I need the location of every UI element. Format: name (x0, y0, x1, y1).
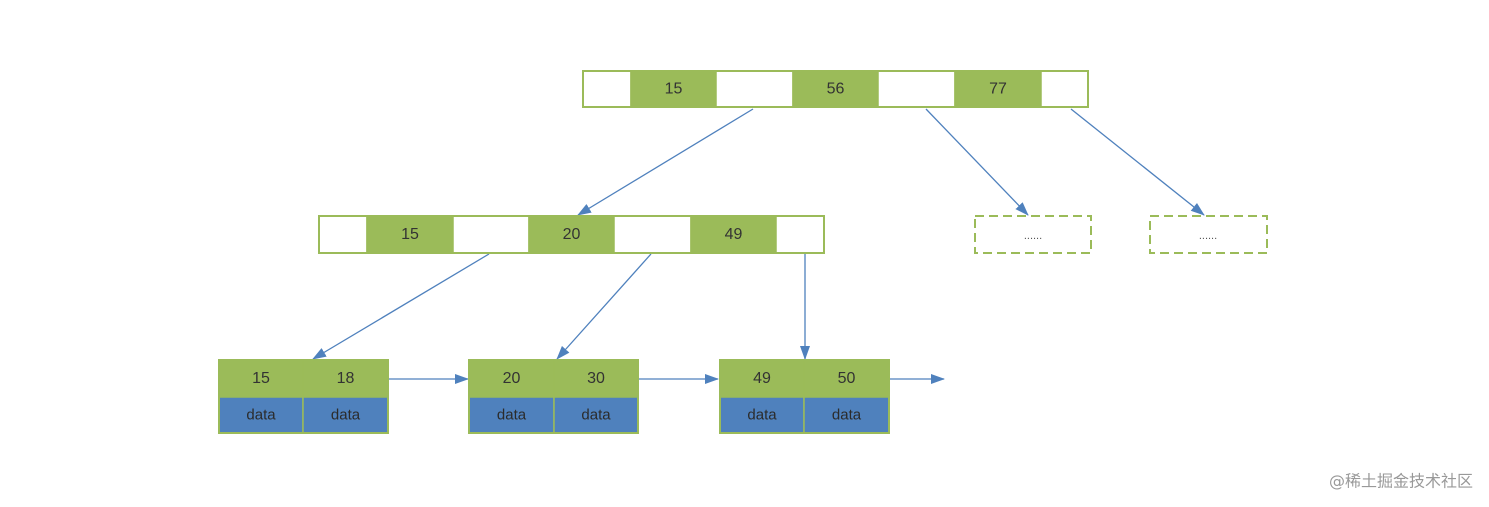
leaf-data-cell (468, 396, 555, 434)
leaf-node-outline (719, 359, 890, 434)
placeholder-node: ...... (974, 215, 1092, 254)
internal-key-cell (690, 215, 777, 254)
child-pointer-arrow (1070, 108, 1205, 216)
internal-pointer-cell (613, 215, 692, 254)
leaf-data-cell (803, 396, 890, 434)
leaf-node-outline (218, 359, 389, 434)
root-pointer-cell (877, 70, 956, 108)
child-pointer-arrow (312, 253, 490, 360)
leaf-key-label: 18 (337, 370, 355, 387)
internal-pointer-cell (775, 215, 825, 254)
leaf-node: 15 18 data data (218, 359, 389, 434)
child-pointer-arrow (577, 108, 754, 216)
internal-key-cell (528, 215, 615, 254)
placeholder-outline (974, 215, 1092, 254)
root-key-label: 77 (989, 81, 1007, 98)
leaf-data-label: data (331, 407, 361, 424)
leaf-data-cell (553, 396, 639, 434)
leaf-data-label: data (497, 407, 527, 424)
leaf-key-label: 30 (587, 370, 605, 387)
root-key-label: 56 (827, 81, 845, 98)
internal-key-cell (366, 215, 454, 254)
placeholder-label: ...... (1024, 230, 1042, 242)
root-node: 15 56 77 (582, 70, 1089, 108)
placeholder-node: ...... (1149, 215, 1268, 254)
child-pointer-arrow (556, 253, 652, 360)
arrows (312, 108, 1205, 384)
root-pointer-cell (582, 70, 632, 108)
placeholder-outline (1149, 215, 1268, 254)
child-pointer-arrow (925, 108, 1029, 216)
placeholder-label: ...... (1199, 230, 1217, 242)
leaf-data-label: data (832, 407, 862, 424)
leaf-key-cell (719, 359, 805, 398)
leaf-node: 20 30 data data (468, 359, 639, 434)
internal-key-label: 49 (725, 226, 743, 243)
leaf-key-cell (803, 359, 890, 398)
root-key-label: 15 (665, 81, 683, 98)
internal-pointer-cell (318, 215, 368, 254)
leaf-node: 49 50 data data (719, 359, 890, 434)
internal-node-outline (318, 215, 825, 254)
root-pointer-cell (1040, 70, 1089, 108)
leaf-key-label: 49 (753, 370, 771, 387)
leaf-node-outline (468, 359, 639, 434)
leaf-key-label: 15 (252, 370, 270, 387)
internal-key-label: 20 (563, 226, 581, 243)
leaf-data-label: data (246, 407, 276, 424)
leaf-data-label: data (581, 407, 611, 424)
leaf-data-cell (302, 396, 389, 434)
leaf-data-label: data (747, 407, 777, 424)
internal-key-label: 15 (401, 226, 419, 243)
leaf-key-label: 50 (838, 370, 856, 387)
root-pointer-cell (715, 70, 794, 108)
root-node-outline (582, 70, 1089, 108)
leaf-key-label: 20 (503, 370, 521, 387)
watermark: @稀土掘金技术社区 (1329, 472, 1473, 491)
internal-node: 15 20 49 (318, 215, 825, 254)
internal-pointer-cell (452, 215, 530, 254)
